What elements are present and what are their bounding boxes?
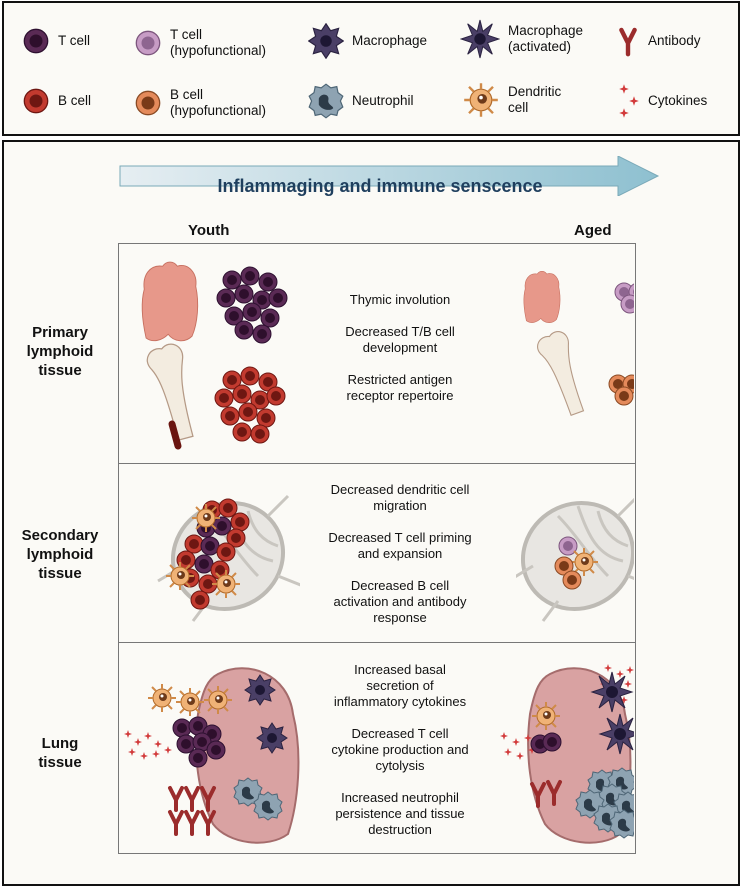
antibody-cluster-icon: [168, 786, 216, 836]
legend-item-macrophage: Macrophage: [308, 23, 427, 59]
lymph-node-icon: [516, 480, 634, 632]
legend-label: B cell: [58, 93, 92, 108]
primary-aged-illustration: [523, 270, 634, 419]
dendritic-cell-icon: [203, 685, 233, 715]
b-cell-hypofunctional-cluster-icon: [608, 374, 634, 406]
secondary-desc-2: Decreased T cell priming and expansion: [328, 530, 472, 561]
secondary-youth-illustration: [151, 480, 300, 632]
thymus-icon: [141, 261, 199, 342]
legend-label: T cell (hypofunctional): [170, 27, 267, 58]
neutrophil-icon: [308, 83, 344, 119]
secondary-desc-1: Decreased dendritic cell migration: [330, 482, 470, 513]
lung-desc-3: Increased neutrophil persistence and tis…: [335, 790, 465, 837]
t-cell-hypofunctional-cluster-icon: [614, 282, 634, 314]
lung-desc-1: Increased basal secretion of inflammator…: [333, 662, 467, 709]
t-cell-icon: [542, 732, 562, 752]
row-head-lung: Lung tissue: [38, 735, 82, 771]
cytokines-icon: [124, 730, 172, 760]
legend-label: Antibody: [648, 33, 701, 48]
primary-youth-illustration: [141, 261, 288, 450]
neutrophil-icon: [253, 791, 283, 821]
secondary-aged-illustration: [516, 480, 634, 632]
legend-item-neutrophil: Neutrophil: [308, 83, 414, 119]
b-cell-hypofunctional-icon: [562, 570, 582, 590]
t-cell-cluster-icon: [216, 266, 288, 344]
legend-item-b-cell-hypo: B cell (hypofunctional): [134, 87, 266, 119]
legend-item-t-cell-hypo: T cell (hypofunctional): [134, 27, 266, 59]
lung-desc-2: Decreased T cell cytokine production and…: [331, 726, 469, 773]
legend-box: T cell T cell (hypofunctional) Macrophag…: [2, 1, 740, 136]
legend-label: T cell: [58, 33, 91, 48]
dendritic-cell-icon: [175, 687, 205, 717]
macrophage-icon: [308, 23, 344, 59]
legend-item-dendritic-cell: Dendritic cell: [462, 81, 561, 119]
primary-desc-2: Decreased T/B cell development: [345, 324, 455, 355]
column-head-aged: Aged: [574, 222, 612, 239]
cytokines-icon: [619, 84, 639, 118]
legend-item-b-cell: B cell: [22, 87, 91, 115]
secondary-desc-3: Decreased B cell activation and antibody…: [333, 578, 467, 625]
bone-marrow-icon: [533, 328, 594, 419]
legend-label: Neutrophil: [352, 93, 414, 108]
b-cell-cluster-icon: [214, 366, 286, 444]
legend-label: B cell (hypofunctional): [170, 87, 267, 118]
macrophage-icon: [244, 674, 276, 706]
dendritic-cell-icon: [531, 701, 561, 731]
dendritic-cell-icon: [463, 81, 499, 119]
antibody-icon: [616, 25, 640, 57]
column-head-youth: Youth: [188, 222, 230, 239]
b-cell-hypofunctional-icon: [135, 90, 161, 116]
b-cell-icon: [23, 88, 49, 114]
row-head-secondary: Secondary lymphoid tissue: [21, 527, 99, 582]
legend-item-macrophage-activated: Macrophage (activated): [460, 19, 583, 59]
legend-label: Macrophage (activated): [508, 23, 584, 54]
row-head-primary: Primary lymphoid tissue: [26, 324, 94, 379]
legend-item-t-cell: T cell: [22, 27, 90, 55]
legend-item-antibody: Antibody: [616, 25, 701, 57]
dendritic-cell-icon: [147, 683, 177, 713]
primary-desc-1: Thymic involution: [349, 292, 451, 307]
primary-desc-3: Restricted antigen receptor repertoire: [346, 372, 454, 403]
t-cell-hypofunctional-icon: [135, 30, 161, 56]
t-cell-icon: [23, 28, 49, 54]
arrow-title: Inflammaging and immune senscence: [217, 176, 543, 196]
legend-item-cytokines: Cytokines: [616, 83, 707, 119]
legend-label: Cytokines: [648, 93, 708, 108]
thymus-icon: [523, 270, 561, 323]
macrophage-icon: [256, 722, 288, 754]
lung-youth-illustration: [124, 667, 300, 844]
macrophage-activated-icon: [460, 19, 500, 59]
lung-aged-illustration: [500, 664, 634, 844]
legend-label: Dendritic cell: [508, 84, 562, 115]
legend-label: Macrophage: [352, 33, 428, 48]
inflammaging-arrow: [119, 156, 660, 196]
